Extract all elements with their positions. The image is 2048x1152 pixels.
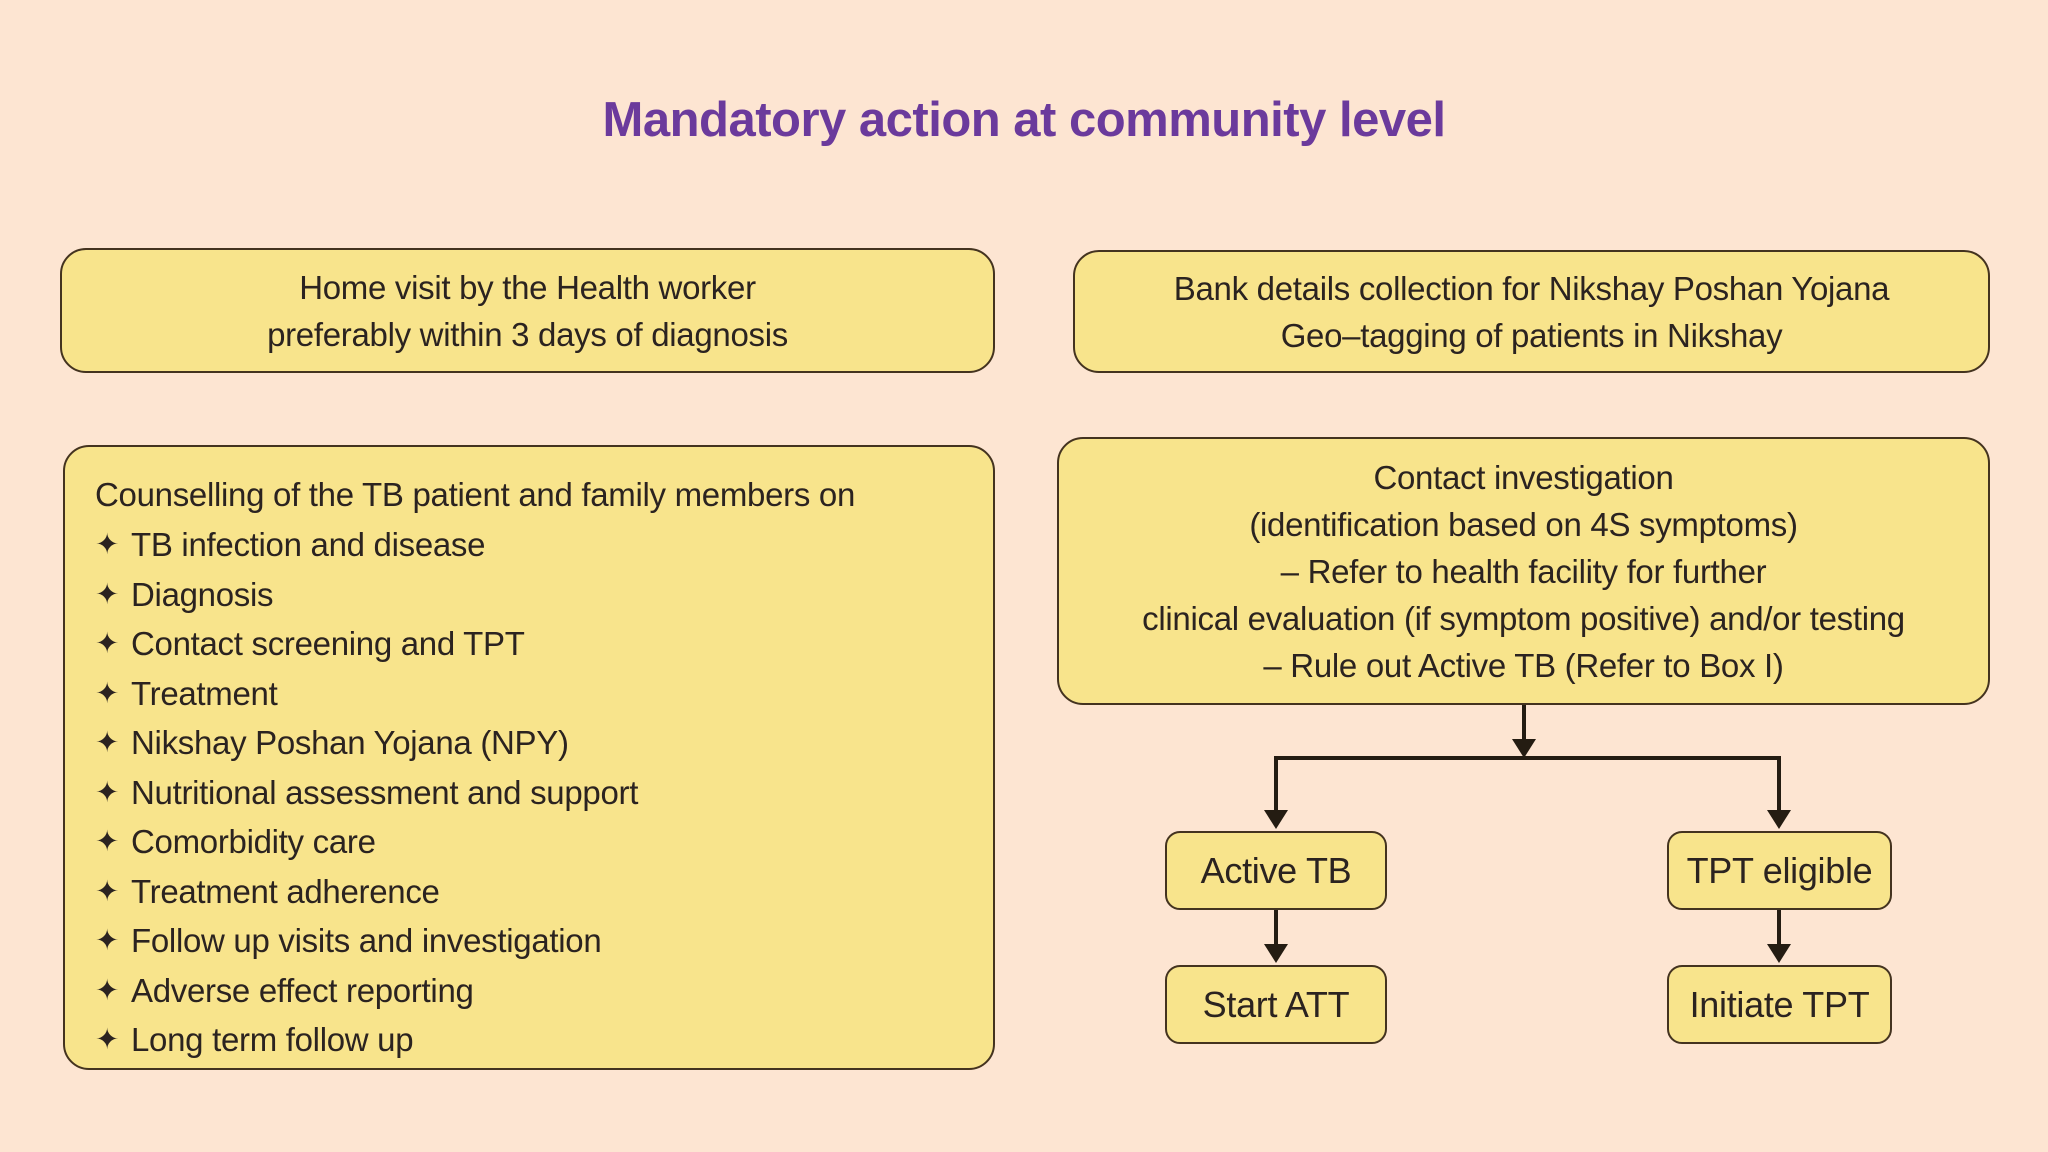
list-item: ✦ Diagnosis (95, 571, 963, 621)
node-heading: Counselling of the TB patient and family… (95, 476, 856, 513)
list-item-label: Adverse effect reporting (131, 971, 474, 1009)
branch-horizontal-line (1274, 756, 1781, 760)
node-bank-details: Bank details collection for Nikshay Posh… (1073, 250, 1990, 373)
list-item-label: Nikshay Poshan Yojana (NPY) (131, 724, 569, 761)
four-pointed-star-icon: ✦ (95, 774, 119, 809)
arrowhead-left-down-icon (1264, 810, 1288, 829)
list-item: ✦ Nikshay Poshan Yojana (NPY) (95, 719, 963, 769)
node-label: Active TB (1200, 849, 1352, 891)
four-pointed-star-icon: ✦ (95, 873, 119, 908)
four-pointed-star-icon: ✦ (95, 626, 119, 660)
node-label: Start ATT (1202, 983, 1350, 1025)
list-item-label: Contact screening and TPT (131, 625, 525, 662)
node-line: – Rule out Active TB (Refer to Box I) (1263, 646, 1784, 684)
node-line: Contact investigation (1373, 458, 1674, 496)
arrowhead-right-down-icon (1767, 810, 1791, 829)
list-item-label: Treatment adherence (131, 872, 440, 910)
four-pointed-star-icon: ✦ (95, 1022, 119, 1056)
list-item: ✦ Adverse effect reporting (95, 967, 963, 1017)
four-pointed-star-icon: ✦ (95, 972, 119, 1007)
node-line: Home visit by the Health worker (299, 268, 756, 306)
list-item: ✦ Follow up visits and investigation (95, 917, 963, 967)
list-item: ✦ TB infection and disease (95, 521, 963, 571)
arrowhead-tpt-down-icon (1767, 944, 1791, 963)
list-item: ✦ Long term follow up (95, 1016, 963, 1066)
node-label: TPT eligible (1686, 849, 1873, 891)
arrow-branch-right-stem (1777, 756, 1781, 812)
list-item-label: TB infection and disease (131, 526, 486, 563)
four-pointed-star-icon: ✦ (95, 576, 119, 611)
node-counselling: Counselling of the TB patient and family… (63, 445, 995, 1070)
list-item: ✦ Treatment (95, 670, 963, 720)
node-line: (identification based on 4S symptoms) (1249, 505, 1798, 543)
node-line: – Refer to health facility for further (1280, 552, 1767, 590)
node-line: clinical evaluation (if symptom positive… (1142, 599, 1905, 637)
node-active-tb: Active TB (1165, 831, 1387, 910)
node-line: preferably within 3 days of diagnosis (267, 315, 788, 353)
node-line: Geo–tagging of patients in Nikshay (1280, 316, 1783, 354)
counselling-list: ✦ TB infection and disease ✦ Diagnosis ✦… (95, 521, 963, 1066)
four-pointed-star-icon: ✦ (95, 527, 119, 561)
node-line: Bank details collection for Nikshay Posh… (1173, 269, 1890, 307)
four-pointed-star-icon: ✦ (95, 923, 119, 957)
arrow-contact-stem (1522, 705, 1526, 743)
list-item-label: Comorbidity care (131, 823, 376, 860)
list-item-label: Long term follow up (131, 1021, 414, 1058)
page-title: Mandatory action at community level (602, 93, 1446, 147)
four-pointed-star-icon: ✦ (95, 725, 119, 759)
list-item: ✦ Nutritional assessment and support (95, 769, 963, 819)
node-label: Initiate TPT (1689, 983, 1870, 1025)
list-item: ✦ Treatment adherence (95, 868, 963, 918)
node-contact-investigation: Contact investigation (identification ba… (1057, 437, 1990, 705)
node-tpt-eligible: TPT eligible (1667, 831, 1892, 910)
four-pointed-star-icon: ✦ (95, 675, 119, 710)
four-pointed-star-icon: ✦ (95, 824, 119, 858)
node-initiate-tpt: Initiate TPT (1667, 965, 1892, 1044)
node-start-att: Start ATT (1165, 965, 1387, 1044)
arrow-branch-left-stem (1274, 756, 1278, 812)
arrowhead-contact-down-icon (1512, 739, 1536, 758)
node-home-visit: Home visit by the Health worker preferab… (60, 248, 995, 373)
list-item: ✦ Comorbidity care (95, 818, 963, 868)
list-item-label: Treatment (131, 674, 278, 712)
list-item-label: Follow up visits and investigation (131, 922, 602, 959)
list-item-label: Nutritional assessment and support (131, 773, 639, 811)
list-item-label: Diagnosis (131, 575, 274, 613)
arrowhead-activetb-down-icon (1264, 944, 1288, 963)
arrow-activetb-stem (1274, 910, 1278, 946)
arrow-tpt-stem (1777, 910, 1781, 946)
list-item: ✦ Contact screening and TPT (95, 620, 963, 670)
